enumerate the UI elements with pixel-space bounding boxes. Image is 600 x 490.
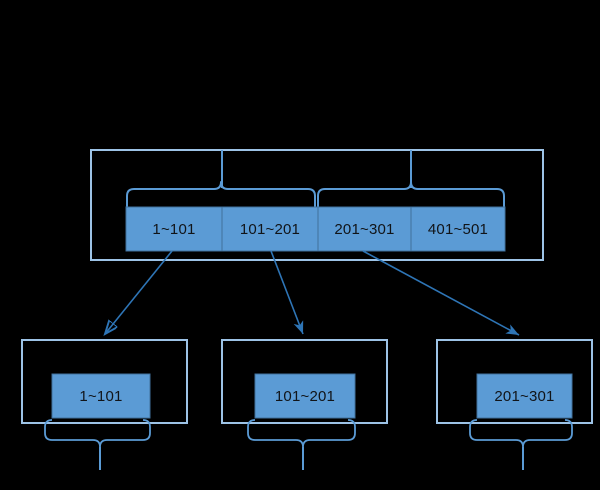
parent-cell-1[interactable]: [221, 206, 319, 252]
parent-range-cells: [125, 206, 506, 252]
child-box-2-cell[interactable]: [254, 373, 356, 419]
right-group-brace: [317, 181, 505, 207]
arrow-to-child-3: [362, 250, 520, 336]
parent-cell-0[interactable]: [125, 206, 223, 252]
child-box-3-brace: [469, 419, 573, 448]
child-box-3-outline: [436, 339, 593, 424]
arrow-to-child-1: [105, 250, 173, 334]
child-box-1-cell[interactable]: [51, 373, 151, 419]
parent-range-container-outline: [90, 149, 544, 261]
child-box-1-brace: [44, 419, 151, 448]
parent-cell-3[interactable]: [410, 206, 506, 252]
child-box-2-brace: [247, 419, 356, 448]
arrow-to-child-2: [270, 250, 304, 335]
child-box-1-outline: [21, 339, 188, 424]
left-group-brace: [126, 181, 316, 207]
parent-cell-2[interactable]: [317, 206, 412, 252]
child-box-3-cell[interactable]: [476, 373, 573, 419]
child-box-2-outline: [221, 339, 388, 424]
